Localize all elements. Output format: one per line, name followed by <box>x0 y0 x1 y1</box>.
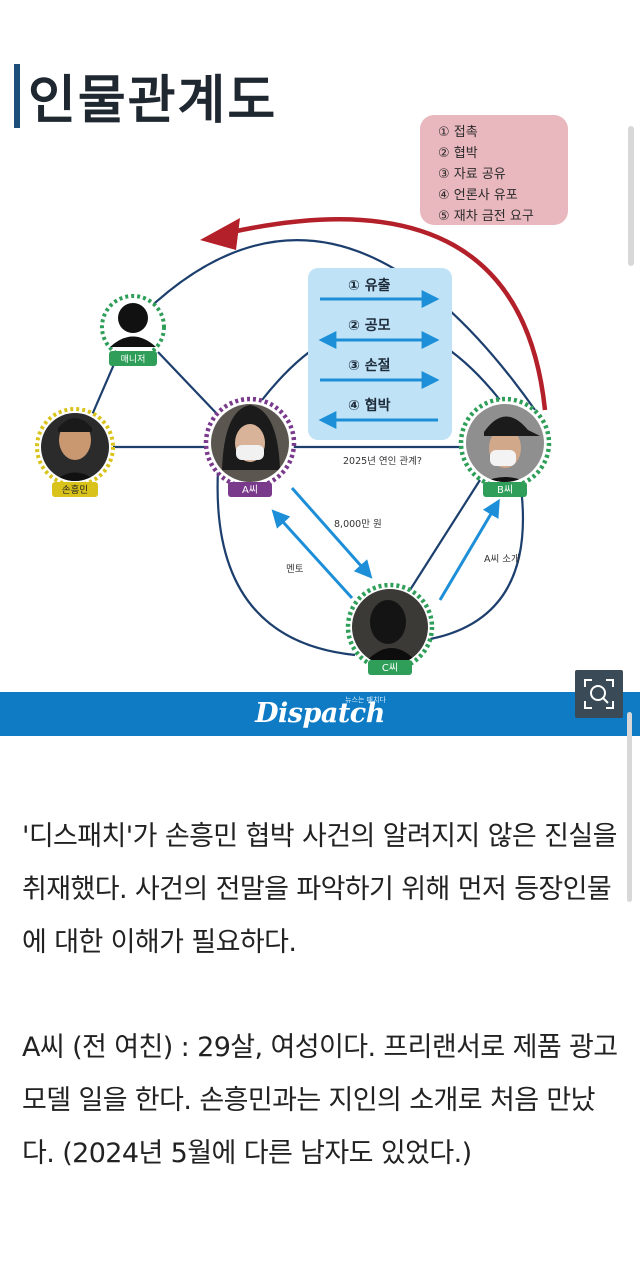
a-label: A씨 <box>242 484 258 496</box>
relationship-diagram: ① 접촉 ② 협박 ③ 자료 공유 ④ 언론사 유포 ⑤ 재차 금전 요구 ① … <box>35 115 568 675</box>
arc-a-c-left <box>216 469 356 657</box>
dispatch-banner: Dispatch 뉴스는 패치다 <box>0 692 640 736</box>
flow-label-2: ② 공모 <box>348 318 391 334</box>
arc-b-c-right <box>424 479 524 642</box>
line-b-c <box>409 479 481 591</box>
money-label: 8,000만 원 <box>334 519 382 530</box>
step-3: ③ 자료 공유 <box>438 167 506 182</box>
c-label: C씨 <box>382 662 398 674</box>
son-label: 손흥민 <box>62 484 88 496</box>
flow-label-3: ③ 손절 <box>348 358 391 374</box>
cap-icon <box>484 416 540 436</box>
page-title: 인물관계도 <box>28 71 278 131</box>
flow-box <box>308 268 452 440</box>
step-5: ⑤ 재차 금전 요구 <box>438 209 534 224</box>
article-body: '디스패치'가 손흥민 협박 사건의 알려지지 않은 진실을 취재했다. 사건의… <box>22 810 622 1232</box>
flow-label-1: ① 유출 <box>348 277 391 294</box>
b-node: B씨 <box>458 396 552 497</box>
step-2: ② 협박 <box>438 146 478 161</box>
step-4: ④ 언론사 유포 <box>438 188 518 203</box>
scrollbar-lower[interactable] <box>627 712 632 902</box>
step-1: ① 접촉 <box>438 125 478 140</box>
mentor-arrow <box>271 509 354 600</box>
mask-icon <box>236 445 264 460</box>
person-silhouette-icon <box>118 303 148 333</box>
red-return-arrow <box>231 217 548 411</box>
red-arrowhead-icon <box>200 218 240 250</box>
a-node: A씨 <box>203 396 297 497</box>
outer-arc <box>131 239 536 411</box>
line-manager-a <box>157 351 219 416</box>
ab-relation-label: 2025년 연인 관계? <box>343 455 422 467</box>
intro-label: A씨 소개 <box>484 554 520 565</box>
son-node: 손흥민 <box>35 407 115 497</box>
steps-box <box>420 115 568 225</box>
zoom-button[interactable] <box>575 670 623 718</box>
scrollbar[interactable] <box>628 126 634 266</box>
article-paragraph-2: A씨 (전 여친) : 29살, 여성이다. 프리랜서로 제품 광고 모델 일을… <box>22 1032 618 1169</box>
manager-node: 매니저 <box>100 294 166 366</box>
title-accent-bar <box>14 64 20 128</box>
dispatch-logo: Dispatch <box>255 698 385 729</box>
b-label: B씨 <box>497 484 513 496</box>
c-node: C씨 <box>345 582 435 675</box>
mentor-label: 멘토 <box>286 564 304 575</box>
zoom-magnifier-icon <box>584 679 614 709</box>
flow-label-4: ④ 협박 <box>348 397 391 414</box>
article-paragraph-1: '디스패치'가 손흥민 협박 사건의 알려지지 않은 진실을 취재했다. 사건의… <box>22 821 617 958</box>
manager-label: 매니저 <box>121 354 146 365</box>
dispatch-tagline: 뉴스는 패치다 <box>345 696 386 704</box>
intro-arrow <box>438 498 500 601</box>
money-arrow <box>290 487 373 579</box>
